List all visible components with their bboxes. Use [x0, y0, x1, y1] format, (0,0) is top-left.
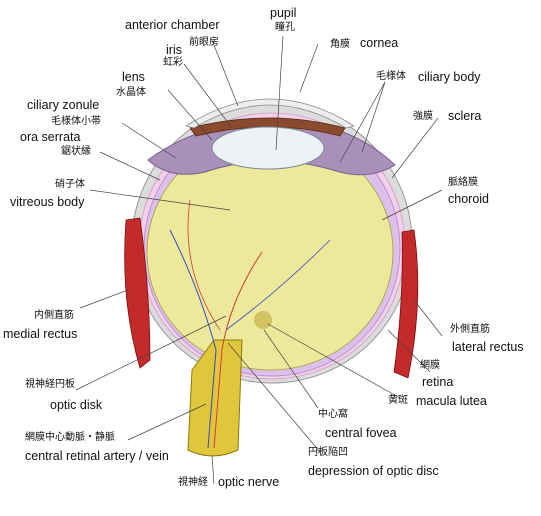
lateral-rectus-jp-label: 外側直筋	[450, 324, 490, 335]
cornea-jp-label: 角膜	[330, 39, 350, 50]
macula-lutea-label: macula lutea	[416, 394, 487, 408]
iris-shape	[189, 117, 346, 137]
sclera-jp-label: 強膜	[413, 111, 433, 122]
ciliary-body-jp-label: 毛様体	[376, 71, 406, 82]
medial-rectus-shape	[124, 217, 151, 369]
anterior-chamber-jp-label: 前眼房	[189, 37, 219, 48]
lens-label: lens	[122, 70, 145, 84]
retina-jp-label: 網膜	[420, 360, 440, 371]
optic-disk-jp-label: 視神経円板	[25, 379, 75, 390]
leader-lines	[75, 35, 443, 485]
sclera-label: sclera	[448, 109, 482, 123]
depression-optic-disc-jp-label: 円板陥凹	[308, 447, 348, 458]
vitreous-body-label: vitreous body	[10, 195, 85, 209]
cornea-label: cornea	[360, 36, 399, 50]
choroid-jp-label: 脈絡膜	[448, 177, 478, 188]
ciliary-zonule-jp-label: 毛様体小帯	[51, 116, 101, 127]
central-vein-line	[169, 229, 217, 449]
ora-serrata-jp-label: 鋸状縁	[61, 146, 91, 157]
retinal-vessel-a	[187, 199, 221, 331]
iris-label: iris	[166, 43, 182, 57]
central-artery-vein-label: central retinal artery / vein	[25, 449, 169, 463]
central-fovea-jp-label: 中心窩	[318, 409, 348, 420]
lateral-rectus-shape	[393, 229, 419, 379]
pupil-label: pupil	[270, 6, 297, 20]
retina-label: retina	[422, 375, 454, 389]
ciliary-body-label: ciliary body	[418, 70, 481, 84]
medial-rectus-label: medial rectus	[3, 327, 78, 341]
vitreous-body-jp-label: 硝子体	[55, 179, 85, 190]
pupil-jp-label: 瞳孔	[275, 22, 295, 33]
ciliary-zonule-label: ciliary zonule	[27, 98, 100, 112]
lens-shape	[211, 126, 325, 170]
lateral-rectus-label: lateral rectus	[452, 340, 524, 354]
optic-nerve-label: optic nerve	[218, 475, 280, 489]
anterior-chamber-label: anterior chamber	[125, 18, 220, 32]
choroid-label: choroid	[448, 192, 489, 206]
ora-serrata-label: ora serrata	[20, 130, 81, 144]
central-artery-line	[213, 251, 263, 449]
retinal-vessel-b	[225, 239, 331, 331]
central-artery-vein-jp-label: 網膜中心動脈・静脈	[25, 432, 115, 443]
macula-spot	[254, 311, 272, 329]
cornea-shape	[185, 98, 355, 129]
optic-disk-label: optic disk	[50, 398, 103, 412]
macula-lutea-jp-label: 黄斑	[388, 395, 408, 406]
depression-optic-disc-label: depression of optic disc	[308, 464, 439, 478]
medial-rectus-jp-label: 内側直筋	[34, 310, 74, 321]
optic-nerve-jp-label: 視神経	[178, 477, 208, 488]
iris-jp-label: 虹彩	[163, 57, 183, 68]
optic-nerve-shape	[187, 339, 243, 457]
central-fovea-label: central fovea	[325, 426, 397, 440]
lens-jp-label: 水晶体	[116, 87, 146, 98]
